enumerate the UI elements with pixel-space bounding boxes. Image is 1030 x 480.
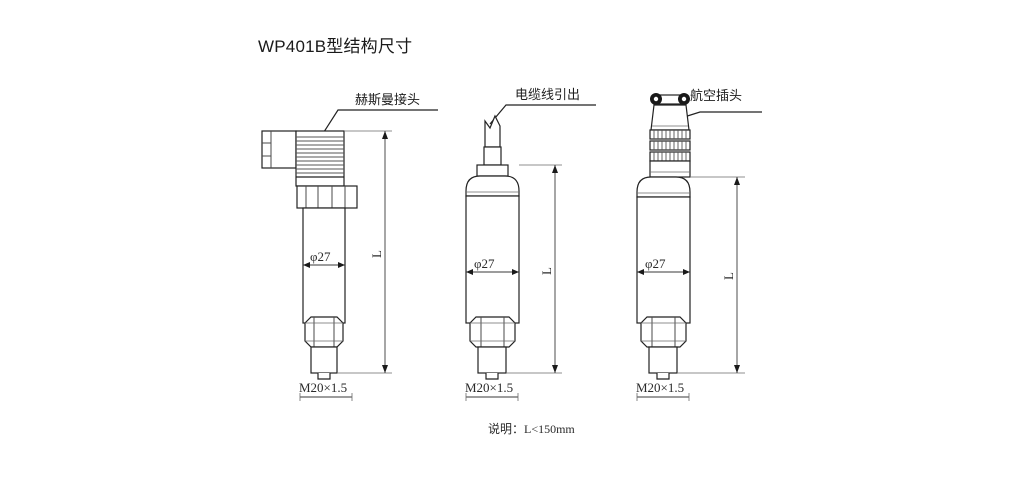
cable-hex-nut: [469, 316, 516, 348]
dimension-diameter-1: [303, 262, 345, 268]
dimension-thread-3: [636, 393, 690, 401]
dimension-label-diameter-3: φ27: [645, 256, 666, 271]
dimension-thread-2: [465, 393, 519, 401]
device-aviation: 航空插头: [636, 88, 762, 401]
hirschmann-rib-band: [296, 136, 344, 174]
dimension-label-thread-1: M20×1.5: [299, 380, 347, 395]
callout-leader-cable: [489, 104, 596, 125]
hirschmann-terminal-box: [261, 130, 297, 169]
cable-gland-neck: [483, 146, 502, 166]
cable-broken-end: [484, 114, 501, 148]
callout-leader-hirschmann: [321, 109, 438, 136]
cable-top-cap: [465, 175, 520, 197]
hirschmann-hex-nut: [304, 316, 344, 348]
aviation-upper-barrel: [650, 104, 690, 131]
knurl-band-1: [653, 130, 687, 139]
cable-gland-base: [476, 164, 509, 177]
dimension-label-diameter-2: φ27: [474, 256, 495, 271]
dimension-length-2: [506, 164, 562, 374]
callout-label-hirschmann: 赫斯曼接头: [355, 92, 420, 107]
aviation-knurled-bands: [649, 129, 691, 162]
dimension-length-1: [337, 130, 392, 374]
device-cable: 电缆线引出: [465, 87, 596, 401]
dimension-length-3: [677, 176, 745, 374]
cable-thread-stem: [477, 346, 507, 380]
callout-label-aviation: 航空插头: [690, 88, 742, 103]
knurl-band-2: [653, 141, 687, 150]
aviation-thread-stem: [648, 346, 678, 380]
dimension-label-thread-2: M20×1.5: [465, 380, 513, 395]
dimension-label-length-1: L: [369, 250, 384, 258]
aviation-top-pins: [650, 93, 690, 105]
dimension-label-length-3: L: [721, 272, 736, 280]
dimension-diameter-2: [466, 269, 519, 275]
knurl-band-3: [653, 152, 687, 161]
drawing-note: 说明：L<150mm: [488, 421, 575, 436]
hirschmann-thread-stem: [310, 346, 338, 380]
dimension-label-length-2: L: [539, 267, 554, 275]
callout-label-cable: 电缆线引出: [515, 87, 580, 102]
hirschmann-head: [295, 130, 345, 187]
device-hirschmann: 赫斯曼接头: [261, 92, 438, 401]
aviation-lower-collar: [649, 160, 691, 178]
cable-body: [465, 195, 520, 324]
aviation-hex-nut: [640, 316, 687, 348]
aviation-top-cap: [636, 176, 691, 198]
dimension-thread-1: [299, 393, 353, 401]
hirschmann-hex-collar: [296, 185, 358, 209]
dimension-diameter-3: [637, 269, 690, 275]
dimension-label-diameter-1: φ27: [310, 249, 331, 264]
page-title: WP401B型结构尺寸: [258, 37, 413, 56]
dimension-label-thread-3: M20×1.5: [636, 380, 684, 395]
